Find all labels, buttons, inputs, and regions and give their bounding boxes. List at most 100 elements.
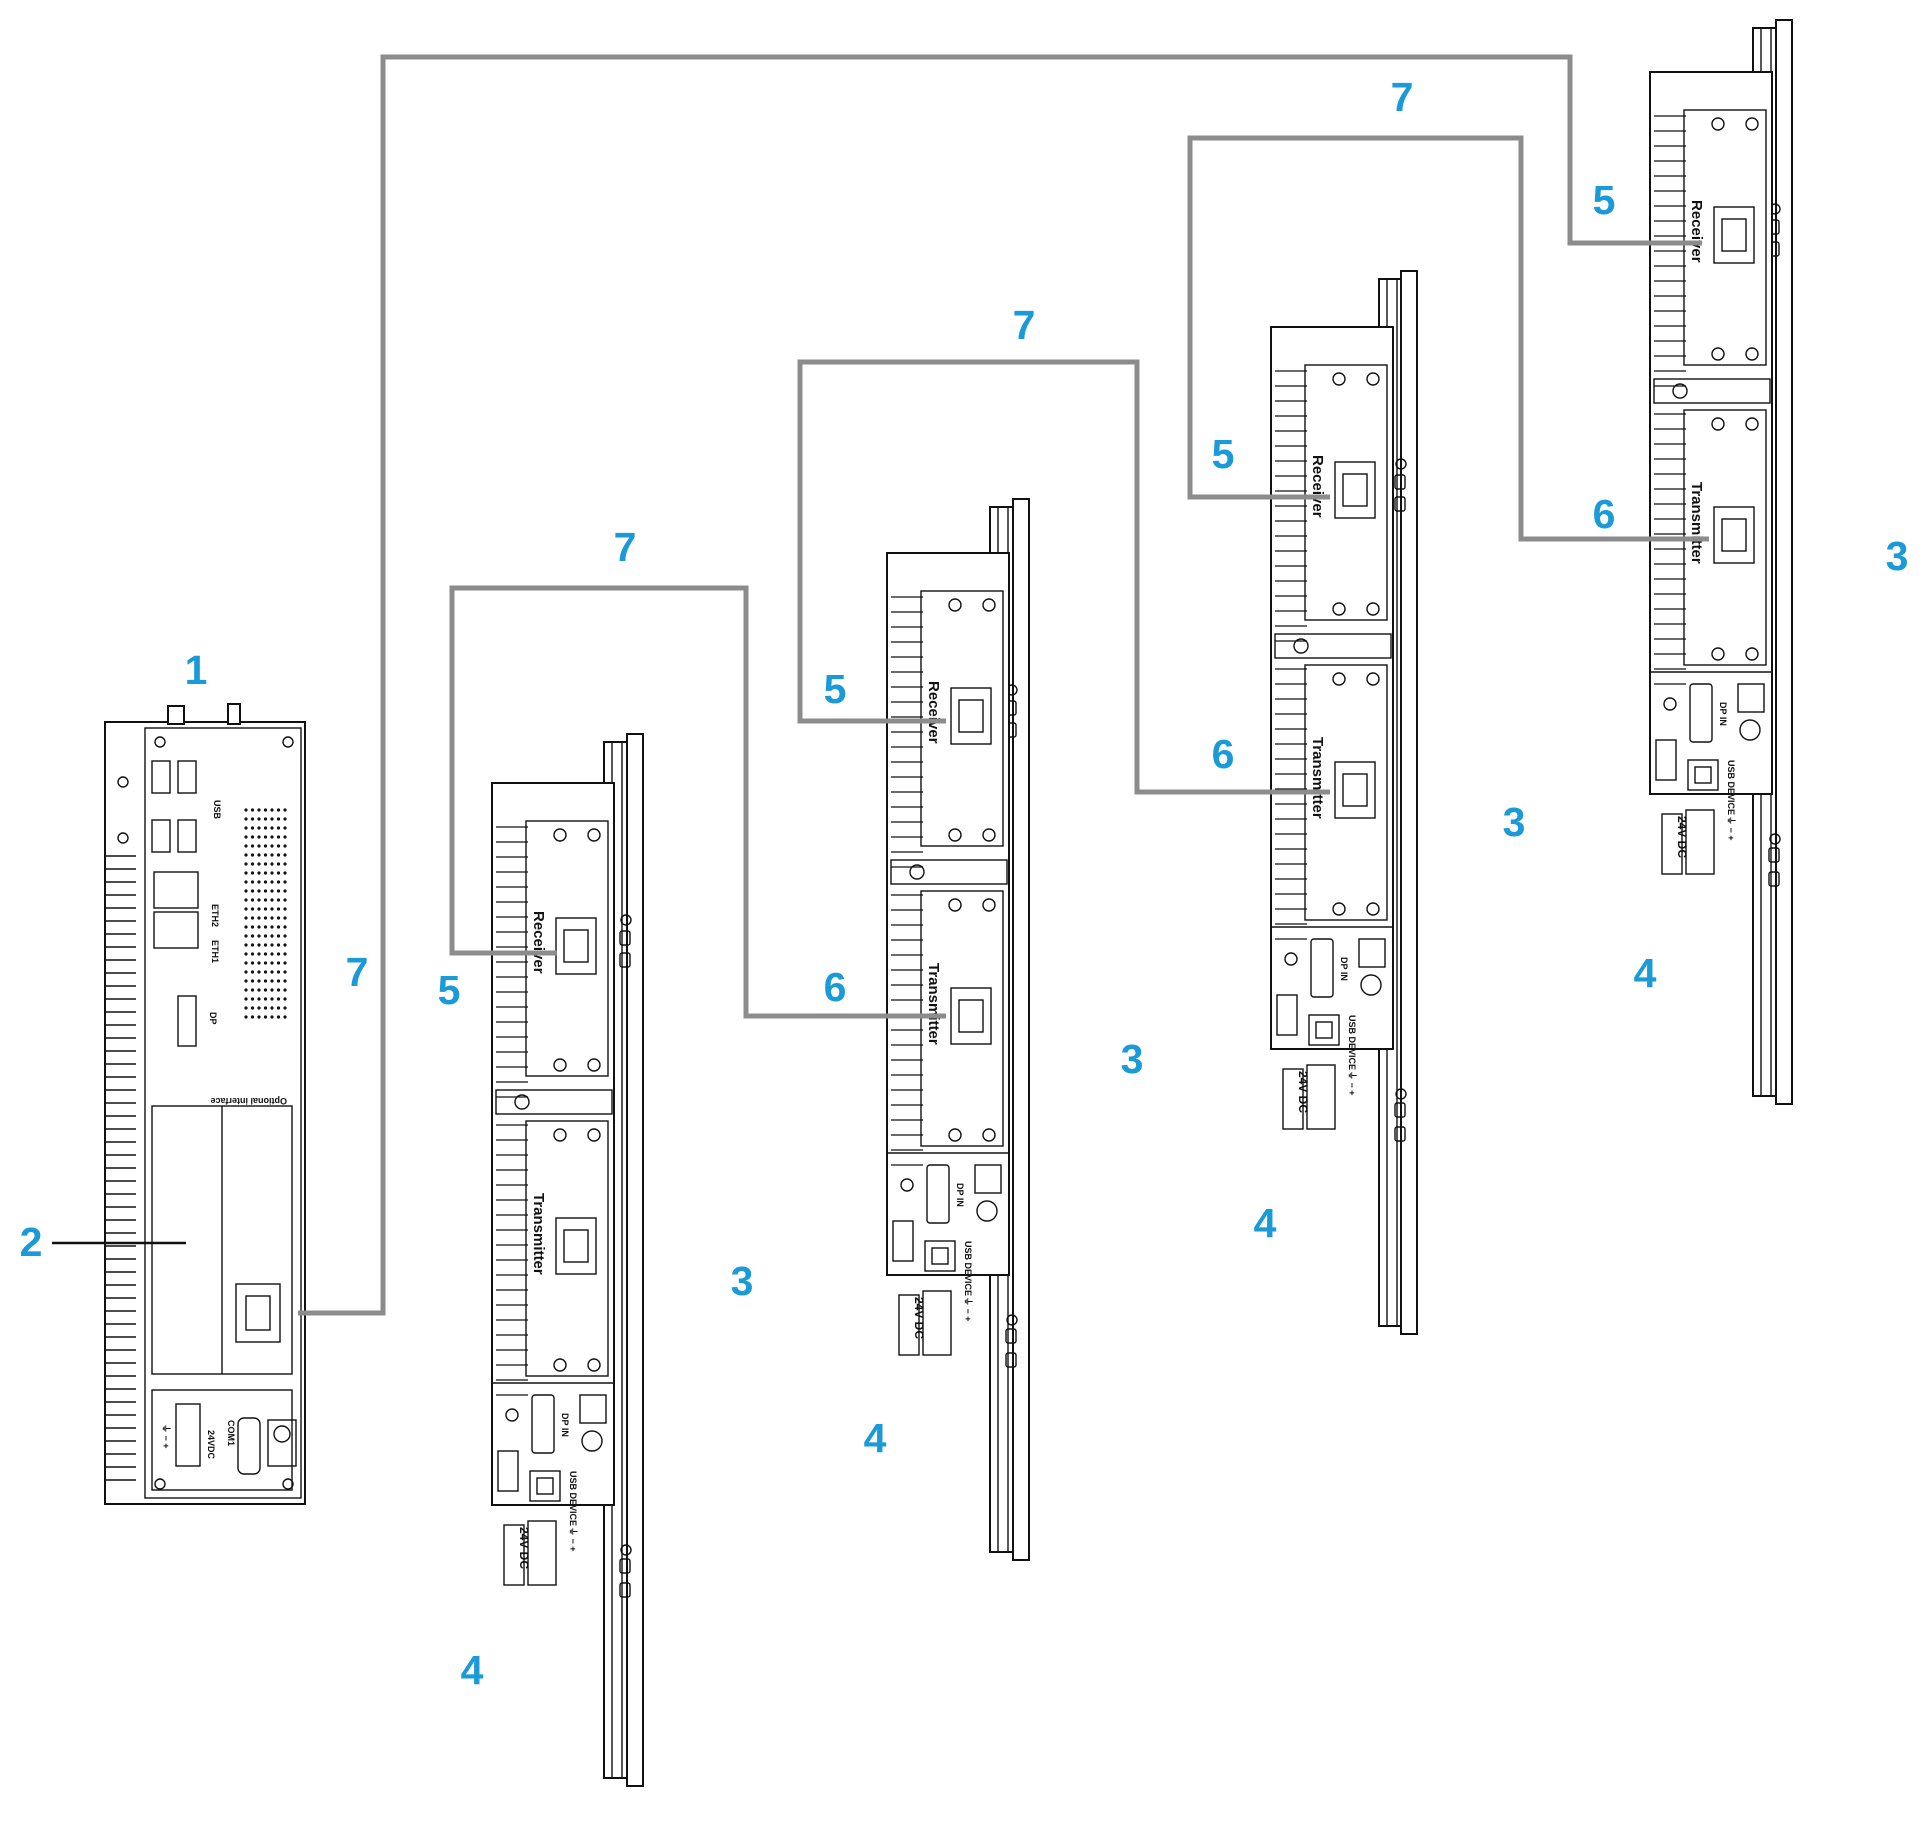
vent-hole xyxy=(276,952,281,956)
box-pc-power-symbols: ⏚ − + xyxy=(161,1424,171,1449)
vent-hole xyxy=(244,916,248,920)
screw-icon xyxy=(282,1478,294,1490)
display-adapter-housing xyxy=(1270,326,1394,1050)
callout-cable: 7 xyxy=(1391,74,1414,120)
vent-hole xyxy=(250,979,255,983)
optional-interface-rj45-inner xyxy=(245,1295,271,1331)
vent-hole xyxy=(276,862,281,866)
screw-icon xyxy=(1332,602,1346,616)
vent-hole xyxy=(257,889,261,893)
vent-hole xyxy=(250,1015,255,1019)
vent-hole xyxy=(250,961,255,965)
box-pc-housing xyxy=(104,721,306,1505)
display-adapter-housing xyxy=(1649,71,1773,795)
power-symbols-label: ⏚ − + xyxy=(568,1527,578,1552)
display-bracket-slot xyxy=(619,1558,631,1574)
vent-hole xyxy=(244,907,248,911)
vent-hole xyxy=(263,961,268,965)
receiver-module xyxy=(1683,109,1767,366)
vent-hole xyxy=(244,997,248,1001)
callout-display: 3 xyxy=(1503,799,1526,845)
power-terminal-icon xyxy=(1306,1064,1336,1130)
callout-transmitter: 6 xyxy=(1593,491,1616,537)
vent-hole xyxy=(244,817,248,821)
screw-icon xyxy=(1711,347,1725,361)
callout-cable: 7 xyxy=(346,949,369,995)
dp-label: DP xyxy=(208,1012,218,1025)
display-bracket-slot xyxy=(1005,1352,1017,1368)
vent-hole xyxy=(263,871,268,875)
vent-hole xyxy=(270,862,274,866)
screw-icon xyxy=(948,828,962,842)
vent-hole xyxy=(257,1006,261,1010)
vent-hole xyxy=(250,808,255,812)
vent-hole xyxy=(244,871,248,875)
vent-hole xyxy=(276,943,281,947)
ground-screw-icon xyxy=(581,1430,603,1452)
vent-hole xyxy=(244,880,248,884)
usb-device-label: USB DEVICE xyxy=(963,1241,973,1296)
screw-icon xyxy=(587,1058,601,1072)
screw-icon xyxy=(1366,672,1380,686)
vent-hole xyxy=(283,934,287,938)
vent-hole xyxy=(270,898,274,902)
power-label: 24V DC xyxy=(517,1527,531,1569)
power-terminal-icon xyxy=(175,1403,201,1467)
receiver-label: Receiver xyxy=(925,681,942,744)
module-bracket xyxy=(1274,633,1392,659)
vent-hole xyxy=(276,871,281,875)
display-screen-edge xyxy=(1400,270,1418,1335)
screw-icon xyxy=(1745,347,1759,361)
screw-icon xyxy=(154,1478,166,1490)
vent-hole xyxy=(263,898,268,902)
screw-icon xyxy=(117,832,129,844)
box-pc-power-label: 24VDC xyxy=(206,1430,216,1460)
module-bracket xyxy=(890,859,1008,885)
cables xyxy=(298,54,1709,1316)
callout-receiver: 5 xyxy=(1212,431,1235,477)
vent-hole xyxy=(250,925,255,929)
dp-in-label: DP IN xyxy=(560,1413,570,1437)
vent-hole xyxy=(263,853,268,857)
display-bracket-slot xyxy=(1768,871,1780,887)
vent-hole xyxy=(270,853,274,857)
vent-hole xyxy=(283,1015,287,1019)
ground-screw-icon xyxy=(976,1200,998,1222)
vent-hole xyxy=(257,844,261,848)
com1-label: COM1 xyxy=(226,1420,236,1446)
vent-hole xyxy=(270,925,274,929)
screw-icon xyxy=(1711,117,1725,131)
vent-hole xyxy=(257,943,261,947)
vent-hole xyxy=(263,907,268,911)
screw-icon xyxy=(1332,902,1346,916)
display-screen-edge xyxy=(1775,19,1793,1105)
dp-in-port-icon xyxy=(926,1164,950,1224)
screw-icon xyxy=(1711,417,1725,431)
vent-hole xyxy=(244,862,248,866)
vent-hole xyxy=(283,835,287,839)
power-label: 24V DC xyxy=(912,1297,926,1339)
power-terminal-icon xyxy=(922,1290,952,1356)
vent-hole xyxy=(263,925,268,929)
power-terminal-icon xyxy=(1685,809,1715,875)
dp-in-label: DP IN xyxy=(1718,702,1728,726)
vent-hole xyxy=(257,880,261,884)
vent-hole xyxy=(270,988,274,992)
vent-hole xyxy=(263,979,268,983)
transmitter-rj45-icon xyxy=(1713,506,1755,564)
vent-hole xyxy=(283,943,287,947)
screw-icon xyxy=(1366,602,1380,616)
receiver-rj45-inner xyxy=(1342,473,1368,507)
screw-icon xyxy=(909,864,925,880)
vent-hole xyxy=(270,961,274,965)
box-pc-top-connector xyxy=(227,703,241,725)
receiver-module xyxy=(525,820,609,1077)
vent-hole xyxy=(276,961,281,965)
optional-interface-rj45-icon xyxy=(235,1283,281,1343)
ground-terminal-icon xyxy=(1358,938,1386,968)
vent-hole xyxy=(270,907,274,911)
vent-hole xyxy=(257,871,261,875)
vent-hole xyxy=(250,934,255,938)
